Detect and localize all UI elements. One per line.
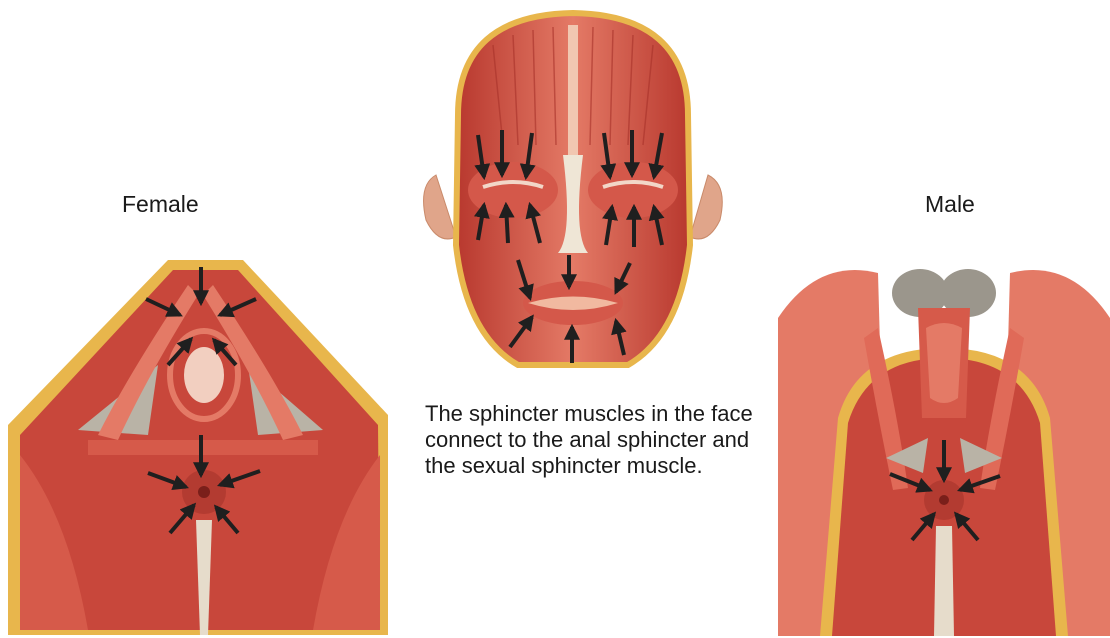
male-label: Male [925,191,975,218]
face-muscle-illustration [418,5,728,390]
male-perineum-illustration [778,258,1110,636]
female-label: Female [122,191,199,218]
female-perineum-illustration [8,255,393,635]
caption-text: The sphincter muscles in the face connec… [425,401,755,479]
